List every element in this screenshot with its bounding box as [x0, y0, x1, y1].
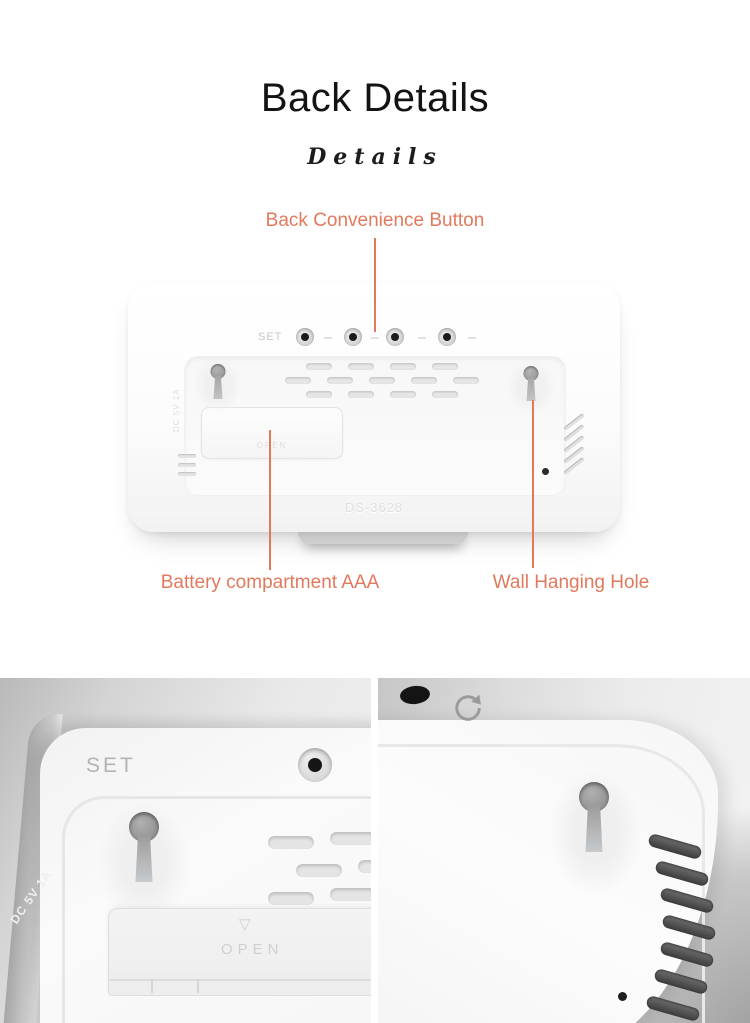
- vent-slot: [432, 363, 458, 370]
- vent-slot: [285, 377, 311, 384]
- battery-open-label: OPEN: [256, 441, 288, 450]
- power-indicator-hole: [542, 468, 549, 475]
- power-indicator-hole: [618, 992, 627, 1001]
- up-button-hole: [344, 328, 362, 346]
- reset-hole: [399, 684, 431, 706]
- open-arrow-icon: ▽: [239, 916, 251, 933]
- power-spec-label: DC 5V 1A: [172, 388, 181, 432]
- button-divider-mark: [468, 337, 476, 339]
- vent-slot: [330, 888, 371, 901]
- vent-slot: [178, 454, 196, 458]
- set-button-hole: [296, 328, 314, 346]
- battery-door-notch: [290, 457, 304, 460]
- keyhole-slot: [585, 806, 603, 852]
- vent-slot: [348, 391, 374, 398]
- right-side-vents: [562, 413, 586, 475]
- recessed-back-panel: OPEN: [184, 356, 566, 496]
- annotation-back-convenience-button: Back Convenience Button: [265, 210, 485, 231]
- button-divider-mark: [324, 337, 332, 339]
- vent-slot: [369, 377, 395, 384]
- battery-door-notch: [240, 457, 254, 460]
- button-divider-mark: [418, 337, 426, 339]
- keyhole-slot: [135, 836, 153, 882]
- vent-slot: [330, 832, 371, 845]
- vent-slot: [348, 363, 374, 370]
- door-seam-tick: [197, 979, 199, 993]
- recessed-panel-seam: [62, 796, 371, 1023]
- annotation-battery-compartment: Battery compartment AAA: [160, 572, 380, 593]
- vent-slot: [296, 864, 342, 877]
- button-pin: [308, 758, 322, 772]
- wall-hanging-hole-right: [508, 360, 554, 414]
- leader-line-back-button: [374, 238, 376, 332]
- annotation-wall-hanging-hole: Wall Hanging Hole: [492, 572, 650, 593]
- keyhole-slot: [526, 378, 536, 401]
- mode-button-hole: [438, 328, 456, 346]
- battery-open-label: OPEN: [221, 941, 284, 958]
- page-title: Back Details: [260, 76, 490, 120]
- vent-slot: [358, 860, 371, 873]
- closeup-photo-right: [378, 678, 750, 1023]
- page-subtitle: Details: [307, 144, 443, 170]
- vent-slot: [306, 363, 332, 370]
- button-pin: [443, 333, 451, 341]
- vent-slot: [268, 836, 314, 849]
- keyhole-slot: [213, 376, 223, 399]
- vent-slot: [306, 391, 332, 398]
- down-button-hole: [386, 328, 404, 346]
- set-button-label: SET: [258, 331, 283, 343]
- vent-slot: [453, 377, 479, 384]
- reset-rotate-icon: [455, 694, 481, 721]
- set-button-hole: [298, 748, 332, 782]
- leader-line-wall-hole: [532, 400, 534, 568]
- closeup-photo-left: DC 5V 1A SET ▽ OPEN: [0, 678, 371, 1023]
- battery-compartment-door: ▽ OPEN: [108, 908, 371, 996]
- door-seam: [109, 979, 371, 981]
- left-side-vents: [178, 454, 196, 481]
- button-divider-mark: [371, 337, 379, 339]
- vent-slots: [285, 363, 479, 405]
- button-pin: [391, 333, 399, 341]
- button-pin: [301, 333, 309, 341]
- vent-slot: [268, 892, 314, 905]
- wall-hanging-hole: [552, 772, 640, 892]
- vent-slot: [432, 391, 458, 398]
- keyhole-circle: [210, 364, 226, 379]
- vent-slot: [178, 472, 196, 476]
- vent-slot: [390, 391, 416, 398]
- wall-hanging-hole: [100, 802, 188, 922]
- button-pin: [349, 333, 357, 341]
- recessed-panel-seam: [378, 744, 705, 1023]
- vent-slot: [390, 363, 416, 370]
- set-button-label: SET: [86, 754, 136, 777]
- wall-hanging-hole-left: [195, 358, 241, 412]
- model-number-label: DS-3628: [344, 500, 404, 515]
- battery-compartment-door: OPEN: [201, 407, 343, 460]
- leader-line-battery: [269, 430, 271, 570]
- keyhole-circle: [523, 366, 539, 381]
- vent-slot: [411, 377, 437, 384]
- vent-slot: [327, 377, 353, 384]
- door-seam-tick: [151, 979, 153, 993]
- vent-slot: [178, 463, 196, 467]
